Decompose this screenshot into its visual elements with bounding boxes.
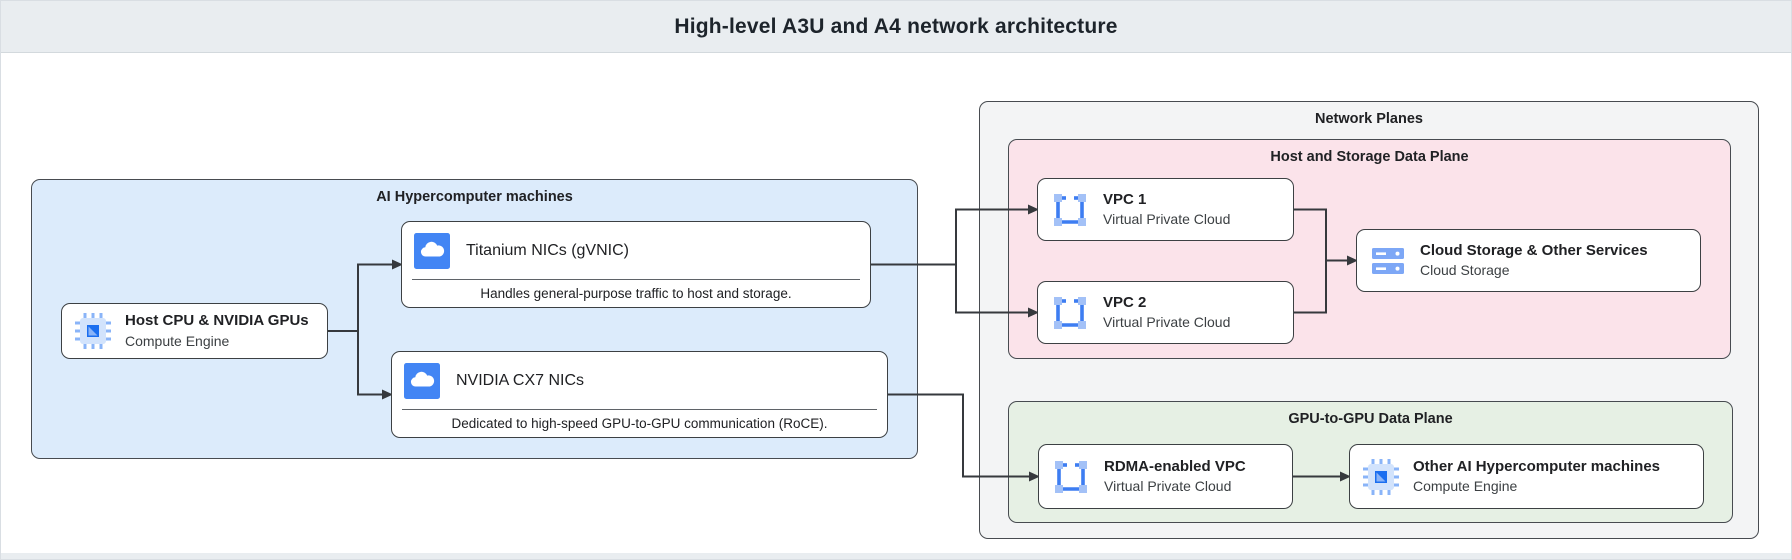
- node-other-ai-hypercomputer-machines: Other AI Hypercomputer machines Compute …: [1349, 444, 1704, 509]
- group-label: AI Hypercomputer machines: [376, 189, 573, 205]
- node-cloud-storage-other-services: Cloud Storage & Other Services Cloud Sto…: [1356, 229, 1701, 292]
- group-label: Network Planes: [1315, 111, 1423, 127]
- group-label: Host and Storage Data Plane: [1270, 149, 1469, 165]
- vpc-icon: [1051, 191, 1089, 229]
- node-titanium-nics: Titanium NICs (gVNIC) Handles general-pu…: [401, 221, 871, 308]
- node-host-cpu-nvidia-gpus: Host CPU & NVIDIA GPUs Compute Engine: [61, 303, 328, 359]
- node-subtitle: Compute Engine: [125, 332, 230, 349]
- node-subtitle: Virtual Private Cloud: [1103, 314, 1231, 331]
- arrow-hostcpu-to-titanium: [328, 259, 403, 332]
- cloud-nic-icon: [414, 233, 450, 269]
- node-title: VPC 2: [1103, 293, 1147, 311]
- vpc-icon: [1052, 458, 1090, 496]
- node-title: Host CPU & NVIDIA GPUs: [125, 312, 309, 330]
- node-subtitle: Virtual Private Cloud: [1104, 478, 1232, 495]
- node-vpc-2: VPC 2 Virtual Private Cloud: [1037, 281, 1294, 344]
- bottom-edge-strip: [1, 553, 1791, 559]
- cloud-storage-icon: [1370, 245, 1406, 277]
- node-title: Cloud Storage & Other Services: [1420, 241, 1648, 259]
- cloud-nic-icon: [404, 363, 440, 399]
- node-title: VPC 1: [1103, 190, 1147, 208]
- node-subtitle: Cloud Storage: [1420, 262, 1510, 279]
- arrow-titanium-to-vpc1: [871, 204, 1039, 266]
- arrow-titanium-to-vpc2: [955, 264, 1039, 318]
- page-title: High-level A3U and A4 network architectu…: [674, 14, 1118, 38]
- node-subtitle: Virtual Private Cloud: [1103, 211, 1231, 228]
- node-rdma-enabled-vpc: RDMA-enabled VPC Virtual Private Cloud: [1038, 444, 1293, 509]
- node-caption: Dedicated to high-speed GPU-to-GPU commu…: [451, 416, 828, 431]
- group-label: GPU-to-GPU Data Plane: [1288, 411, 1453, 427]
- node-caption: Handles general-purpose traffic to host …: [480, 286, 792, 301]
- arrow-cx7-to-rdma-vpc: [888, 393, 1040, 482]
- vpc-icon: [1051, 294, 1089, 332]
- compute-engine-chip-icon: [1363, 458, 1399, 495]
- arrow-hostcpu-to-cx7: [328, 330, 393, 400]
- line-vpc1-merge: [1294, 208, 1327, 261]
- node-title: Other AI Hypercomputer machines: [1413, 457, 1661, 475]
- compute-engine-chip-icon: [75, 313, 111, 349]
- node-title: Titanium NICs (gVNIC): [466, 242, 629, 259]
- node-nvidia-cx7-nics: NVIDIA CX7 NICs Dedicated to high-speed …: [391, 351, 888, 438]
- divider: [412, 279, 860, 280]
- divider: [402, 409, 877, 410]
- diagram-header: High-level A3U and A4 network architectu…: [1, 1, 1791, 53]
- node-vpc-1: VPC 1 Virtual Private Cloud: [1037, 178, 1294, 241]
- node-subtitle: Compute Engine: [1413, 478, 1518, 495]
- line-vpc2-merge: [1294, 260, 1327, 314]
- node-title: NVIDIA CX7 NICs: [456, 372, 585, 389]
- node-title: RDMA-enabled VPC: [1104, 457, 1246, 475]
